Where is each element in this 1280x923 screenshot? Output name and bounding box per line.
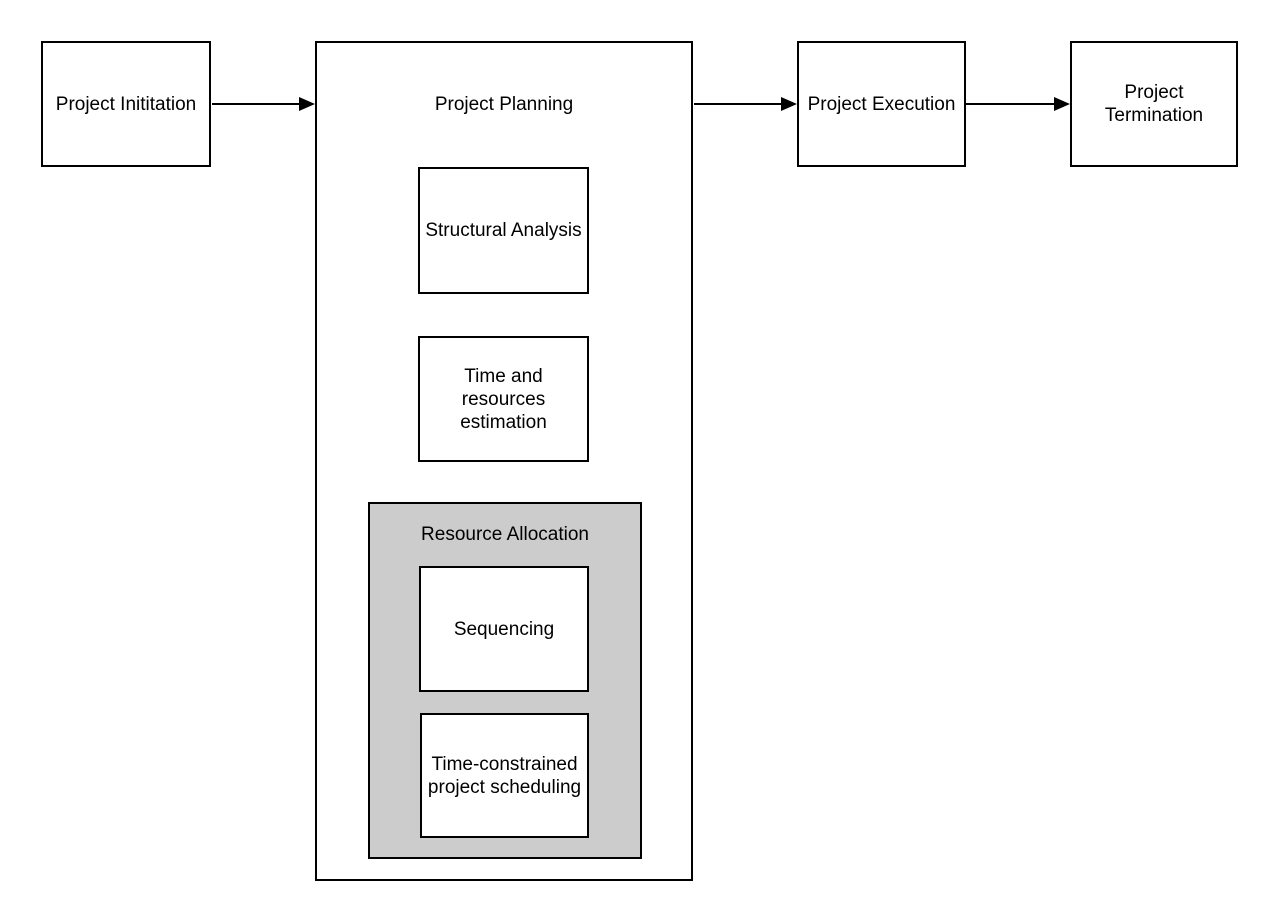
- arrow-head-icon: [781, 97, 797, 111]
- node-structural-analysis-label: Structural Analysis: [425, 220, 582, 241]
- node-project-termination-label: Project Termination: [1104, 82, 1204, 126]
- node-project-planning-label: Project Planning: [434, 94, 574, 115]
- group-resource-allocation: Resource Allocation Sequencing Time-cons…: [368, 502, 642, 859]
- node-structural-analysis: Structural Analysis: [418, 167, 589, 294]
- node-project-execution-label: Project Execution: [807, 93, 956, 115]
- node-time-resources-estimation-label: Time and resources estimation: [460, 365, 547, 433]
- node-time-constrained-scheduling-label: Time-constrained project scheduling: [427, 753, 582, 798]
- node-project-planning: Project Planning Structural Analysis Tim…: [315, 41, 693, 881]
- node-project-termination: Project Termination: [1070, 41, 1238, 167]
- node-time-constrained-scheduling: Time-constrained project scheduling: [420, 713, 589, 838]
- arrow-line: [212, 103, 302, 105]
- group-resource-allocation-label: Resource Allocation: [421, 524, 589, 545]
- arrow-planning-to-execution: [694, 97, 797, 111]
- node-project-initiation: Project Inititation: [41, 41, 211, 167]
- arrow-initiation-to-planning: [212, 97, 315, 111]
- node-sequencing: Sequencing: [419, 566, 589, 692]
- arrow-head-icon: [299, 97, 315, 111]
- node-sequencing-label: Sequencing: [453, 618, 555, 640]
- node-project-execution: Project Execution: [797, 41, 966, 167]
- node-time-resources-estimation: Time and resources estimation: [418, 336, 589, 462]
- arrow-head-icon: [1054, 97, 1070, 111]
- arrow-execution-to-termination: [966, 97, 1070, 111]
- arrow-line: [966, 103, 1057, 105]
- node-project-initiation-label: Project Inititation: [55, 93, 197, 115]
- arrow-line: [694, 103, 784, 105]
